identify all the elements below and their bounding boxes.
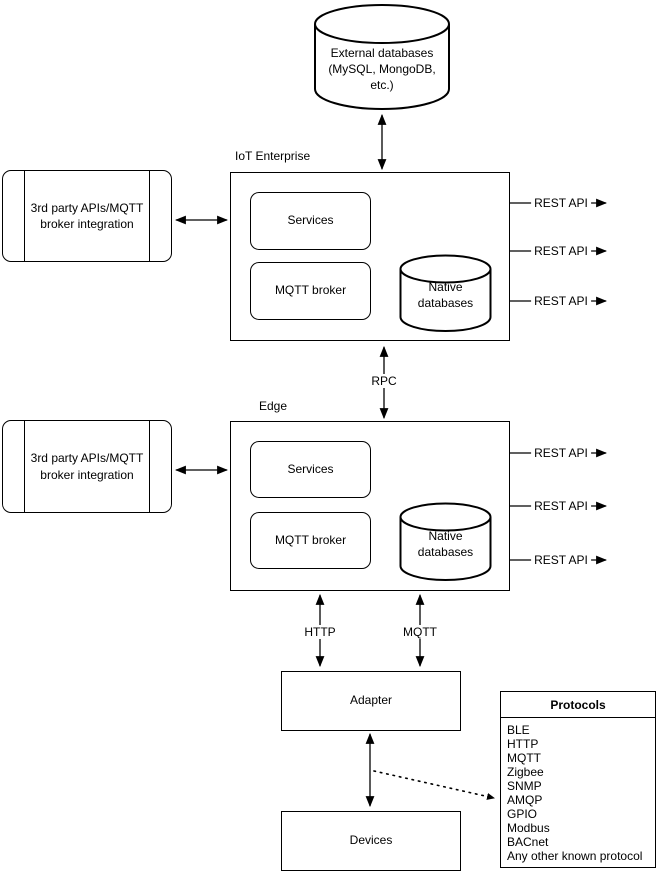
protocol-item: MQTT (507, 751, 541, 765)
edge-native-db-label: Native databases (417, 529, 474, 560)
third-party-box-edge[interactable]: 3rd party APIs/MQTT broker integration (2, 420, 172, 513)
protocol-item: BACnet (507, 835, 549, 849)
third-party-label: 3rd party APIs/MQTT broker integration (24, 421, 150, 512)
rest-api-label-enterprise-1: REST API (531, 196, 591, 210)
dotted-line-protocols (373, 770, 495, 800)
external-databases-label: External databases (MySQL, MongoDB, etc.… (328, 46, 436, 93)
devices-box[interactable]: Devices (281, 811, 461, 871)
cylinder-shape (314, 4, 450, 110)
rest-api-label-edge-1: REST API (531, 446, 591, 460)
http-label: HTTP (301, 625, 339, 639)
third-party-box-enterprise[interactable]: 3rd party APIs/MQTT broker integration (2, 170, 172, 262)
rest-api-label-enterprise-3: REST API (531, 294, 591, 308)
protocol-item: AMQP (507, 793, 543, 807)
rest-api-label-edge-2: REST API (531, 499, 591, 513)
edge-mqtt-broker-box[interactable]: MQTT broker (250, 512, 371, 569)
rest-api-label-edge-3: REST API (531, 553, 591, 567)
edge-services-box[interactable]: Services (250, 441, 371, 498)
mqtt-label: MQTT (400, 625, 440, 639)
protocol-item: SNMP (507, 779, 542, 793)
third-party-label: 3rd party APIs/MQTT broker integration (24, 171, 150, 261)
cylinder-shape (399, 502, 492, 581)
protocol-item: BLE (507, 723, 530, 737)
protocol-item: Modbus (507, 821, 550, 835)
edge-label: Edge (259, 399, 288, 413)
enterprise-mqtt-broker-box[interactable]: MQTT broker (250, 262, 371, 320)
protocol-item: Zigbee (507, 765, 544, 779)
cylinder-shape (399, 254, 492, 332)
external-databases-cylinder[interactable]: External databases (MySQL, MongoDB, etc.… (313, 3, 451, 110)
protocol-item: Any other known protocol (507, 849, 643, 863)
rest-api-label-enterprise-2: REST API (531, 244, 591, 258)
protocols-title: Protocols (501, 692, 655, 718)
protocol-item: GPIO (507, 807, 538, 821)
rpc-label: RPC (368, 374, 400, 388)
adapter-box[interactable]: Adapter (281, 671, 461, 731)
edge-native-db-cylinder[interactable]: Native databases (399, 502, 492, 582)
protocol-item: HTTP (507, 737, 539, 751)
enterprise-native-db-cylinder[interactable]: Native databases (399, 254, 492, 333)
iot-enterprise-label: IoT Enterprise (235, 149, 311, 163)
enterprise-services-box[interactable]: Services (250, 192, 371, 250)
enterprise-native-db-label: Native databases (417, 280, 474, 311)
